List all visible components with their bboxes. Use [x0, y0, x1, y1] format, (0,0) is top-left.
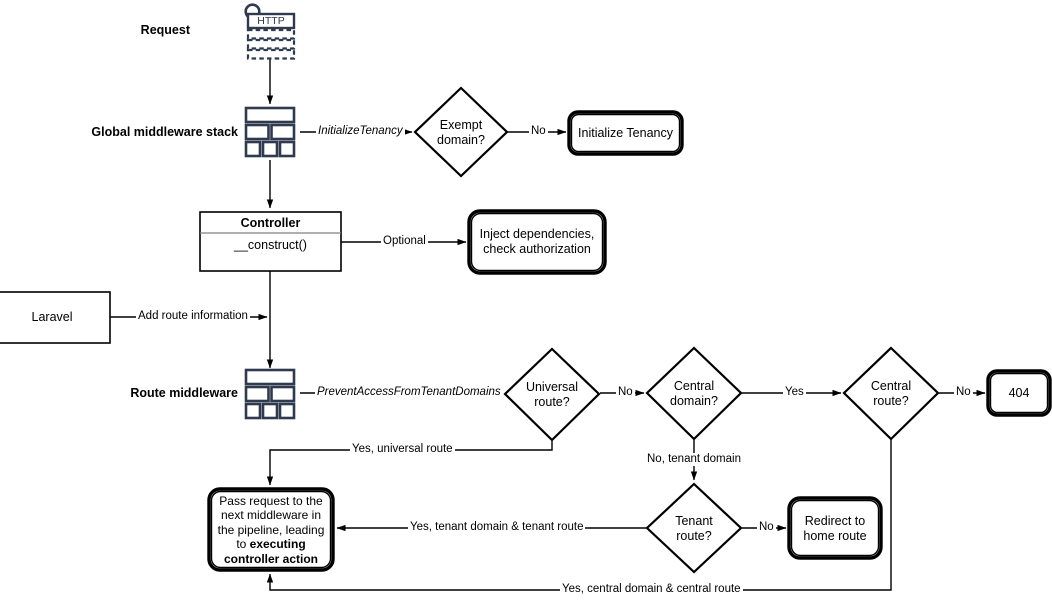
- edge-label-exempt-domain-no: No: [529, 125, 548, 138]
- edge-label-add-route-information: Add route information: [136, 310, 250, 323]
- laravel-shape: [0, 291, 111, 344]
- central-domain-diamond: [645, 346, 743, 441]
- edge-label-universal-route-yes: Yes, universal route: [350, 443, 455, 456]
- http-request-icon: [244, 3, 296, 60]
- central-route-diamond: [842, 346, 940, 441]
- pass-request-shape: [210, 490, 332, 569]
- middleware-stack-icon-global: [244, 106, 296, 158]
- edge-label-tenant-route-yes: Yes, tenant domain & tenant route: [408, 521, 586, 534]
- side-label-request: Request: [140, 23, 190, 37]
- edge-label-central-route-no: No: [954, 386, 973, 399]
- redirect-home-shape: [790, 499, 880, 557]
- edge-label-prevent-access: PreventAccessFromTenantDomains: [315, 386, 503, 399]
- edge-label-central-domain-yes: Yes: [783, 386, 806, 399]
- middleware-stack-icon-route: [244, 368, 296, 420]
- not-found-shape: [989, 372, 1049, 414]
- side-label-route-middleware: Route middleware: [130, 386, 238, 400]
- edge-label-universal-route-no: No: [616, 386, 635, 399]
- inject-dependencies-shape: [470, 212, 604, 272]
- edge-label-initialize-tenancy: InitializeTenancy: [316, 125, 405, 138]
- initialize-tenancy-shape: [570, 113, 681, 153]
- controller-shape: [199, 211, 342, 272]
- edge-label-central-domain-no: No, tenant domain: [645, 453, 743, 466]
- edge-label-controller-optional: Optional: [381, 235, 428, 248]
- side-label-global-middleware-stack: Global middleware stack: [91, 125, 238, 139]
- universal-route-diamond: [503, 347, 601, 442]
- edge-label-central-route-yes: Yes, central domain & central route: [560, 583, 743, 596]
- exempt-domain-diamond: [413, 86, 509, 178]
- edge-label-tenant-route-no: No: [757, 521, 776, 534]
- tenant-route-diamond: [645, 482, 743, 574]
